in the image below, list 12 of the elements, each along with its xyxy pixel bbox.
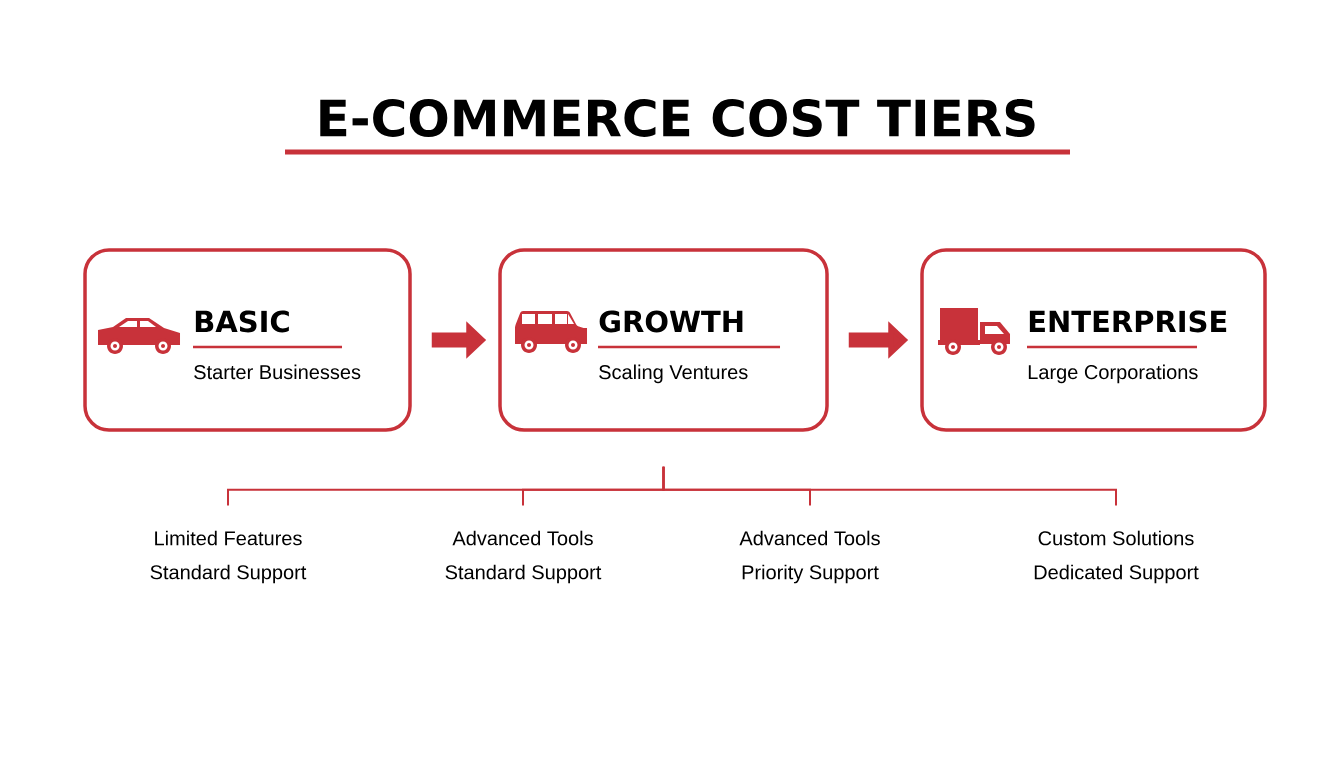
feature-text: Custom Solutions Dedicated Support — [1034, 530, 1199, 584]
feature-text: Advanced Tools Standard Support — [445, 530, 602, 584]
title: E-COMMERCE COST TIERS — [320, 99, 1035, 137]
connector-line — [662, 465, 1117, 507]
feature-text: Limited Features Standard Support — [150, 530, 307, 584]
tier-subtitle: Starter Businesses — [194, 364, 361, 380]
tier-heading: ENTERPRISE — [1029, 310, 1227, 333]
tier-heading: BASIC — [195, 310, 289, 333]
tier-subtitle: Scaling Ventures — [599, 364, 748, 384]
tier-heading: GROWTH — [599, 310, 743, 333]
feature-text: Advanced Tools Priority Support — [739, 530, 880, 584]
tier-subtitle: Large Corporations — [1028, 364, 1198, 384]
